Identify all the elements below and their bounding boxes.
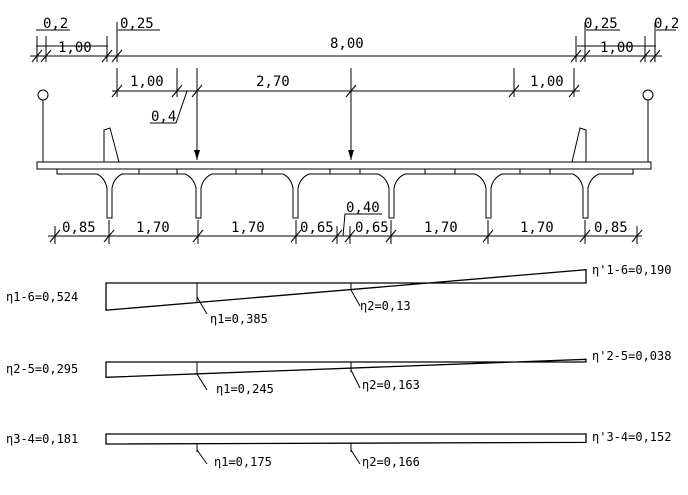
bottom-dimension-row: 0,85 1,70 1,70 0,65 0,65 1,70 1,70 0,85 …: [48, 200, 643, 244]
dim-0-2-right: 0,2: [654, 16, 679, 32]
influence-lines: η1-6=0,524 η'1-6=0,190 η1=0,385 η2=0,13 …: [6, 263, 671, 469]
curb-right: [571, 127, 587, 163]
curb-left: [103, 127, 120, 163]
dim-span-0-85-right: 0,85: [594, 220, 628, 236]
eta2-line2-label: η2=0,163: [362, 378, 420, 392]
dim-1-00-left-lower: 1,00: [130, 74, 164, 90]
eta-prime-3-4-label: η'3-4=0,152: [592, 430, 671, 444]
dim-0-4-leader: 0,4: [151, 109, 176, 125]
girders: [56, 169, 634, 219]
dim-span-1-70-d: 1,70: [520, 220, 554, 236]
dim-1-00-right-lower: 1,00: [530, 74, 564, 90]
dim-1-00-left-top: 1,00: [58, 40, 92, 56]
cross-section: [36, 68, 654, 219]
eta-prime-1-6-label: η'1-6=0,190: [592, 263, 671, 277]
influence-line-3-4: η3-4=0,181 η'3-4=0,152 η1=0,175 η2=0,166: [6, 430, 671, 469]
eta-1-6-label: η1-6=0,524: [6, 290, 78, 304]
dim-2-70: 2,70: [256, 74, 290, 90]
eta2-line3-label: η2=0,166: [362, 455, 420, 469]
top-dimension-row-2: 1,00 2,70 1,00 0,4: [111, 68, 580, 125]
eta-2-5-label: η2-5=0,295: [6, 362, 78, 376]
dim-span-0-85-left: 0,85: [62, 220, 96, 236]
dim-span-0-65-right: 0,65: [355, 220, 389, 236]
eta1-line3-label: η1=0,175: [214, 455, 272, 469]
dim-0-25-left: 0,25: [120, 16, 154, 32]
dim-8-00: 8,00: [330, 36, 364, 52]
dim-span-1-70-c: 1,70: [424, 220, 458, 236]
influence-line-1-6: η1-6=0,524 η'1-6=0,190 η1=0,385 η2=0,13: [6, 263, 671, 326]
top-dimension-row-1: 0,2 0,25 8,00 0,25 0,2 1,00 1,00: [30, 16, 679, 63]
influence-shape-1-6: [105, 268, 587, 311]
influence-shape-2-5: [105, 358, 587, 378]
dim-span-0-65-left: 0,65: [300, 220, 334, 236]
influence-line-2-5: η2-5=0,295 η'2-5=0,038 η1=0,245 η2=0,163: [6, 349, 671, 396]
eta1-line1-label: η1=0,385: [210, 312, 268, 326]
dim-0-2-left: 0,2: [43, 16, 68, 32]
eta-prime-2-5-label: η'2-5=0,038: [592, 349, 671, 363]
railing-post-left: [37, 89, 49, 101]
influence-shape-3-4: [105, 433, 587, 445]
dim-0-25-right: 0,25: [584, 16, 618, 32]
deck-slab: [36, 161, 652, 170]
eta-3-4-label: η3-4=0,181: [6, 432, 78, 446]
dim-span-1-70-b: 1,70: [231, 220, 265, 236]
eta1-line2-label: η1=0,245: [216, 382, 274, 396]
dim-1-00-right-top: 1,00: [600, 40, 634, 56]
eta2-line1-label: η2=0,13: [360, 299, 411, 313]
railing-post-right: [642, 89, 654, 101]
dim-0-40-leader: 0,40: [346, 200, 380, 216]
dim-span-1-70-a: 1,70: [136, 220, 170, 236]
